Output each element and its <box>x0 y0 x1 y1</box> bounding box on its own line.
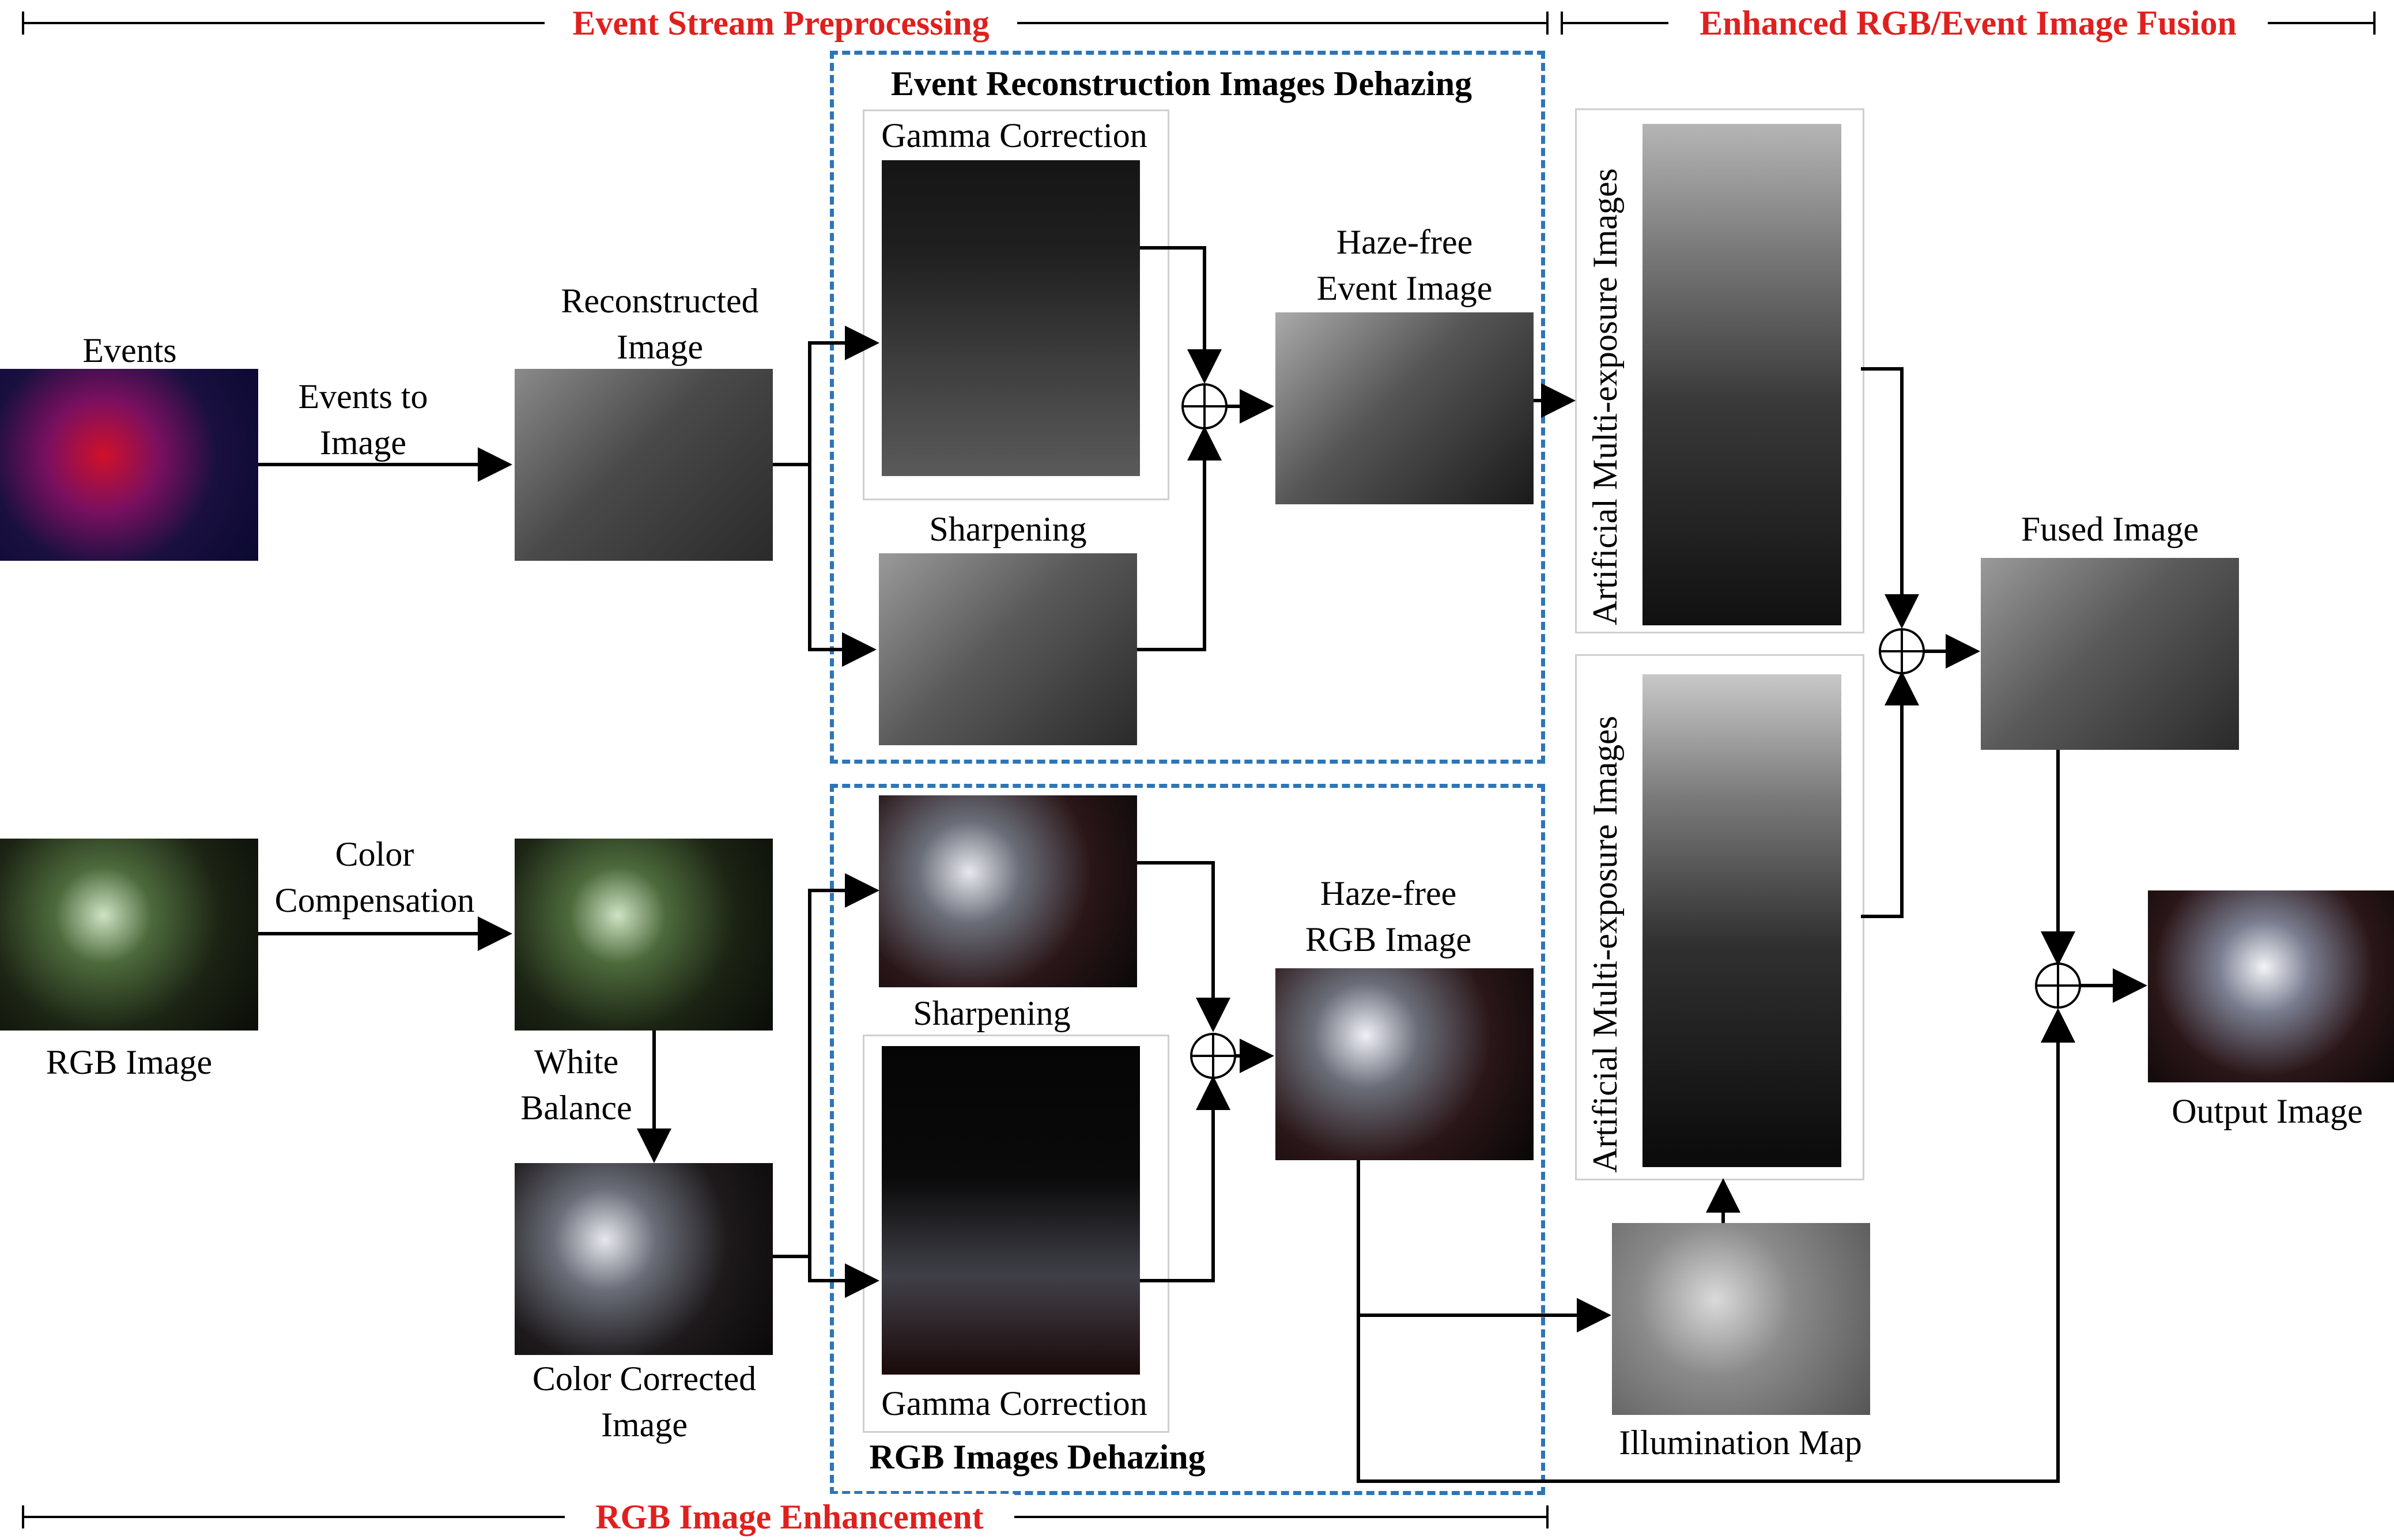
sum-node-rgb <box>1190 1033 1236 1079</box>
gamma-correction-event-stack <box>882 160 1140 476</box>
output-image-label: Output Image <box>2172 1092 2363 1130</box>
multi-exposure-rgb-stack <box>1642 674 1841 1167</box>
rgb-dehazing-box <box>830 784 1545 1495</box>
event-dehazing-title: Event Reconstruction Images Dehazing <box>890 65 1472 103</box>
color-compensation-label: Color Compensation <box>274 835 475 919</box>
rgb-dehazing-title: RGB Images Dehazing <box>869 1438 1206 1476</box>
gamma-correction-rgb-stack <box>882 1046 1140 1375</box>
sharpening-event-label: Sharpening <box>929 510 1087 548</box>
gamma-correction-event-label: Gamma Correction <box>881 116 1147 154</box>
reconstructed-image-label: Reconstructed Image <box>561 282 759 366</box>
multi-exposure-event-stack <box>1642 124 1841 625</box>
haze-free-event-label: Haze-free Event Image <box>1316 223 1493 307</box>
reconstructed-image <box>515 369 773 561</box>
white-balance-image <box>515 839 773 1031</box>
fused-image-label: Fused Image <box>2021 510 2199 548</box>
section-event-stream: Event Stream Preprocessing <box>545 0 1017 46</box>
color-corrected-image <box>515 1163 773 1355</box>
illumination-map-image <box>1612 1223 1870 1415</box>
multi-exposure-rgb-label: Artificial Multi-exposure Images <box>1586 715 1624 1173</box>
events-label: Events <box>82 331 177 369</box>
sharpening-event-image <box>879 553 1137 745</box>
events-to-image-label: Events to Image <box>298 378 428 462</box>
haze-free-event-image <box>1275 312 1534 504</box>
multi-exposure-event-label: Artificial Multi-exposure Images <box>1586 168 1624 625</box>
sum-node-event <box>1181 383 1228 429</box>
sharpening-rgb-label: Sharpening <box>913 994 1071 1032</box>
sharpening-rgb-image <box>879 795 1137 987</box>
illumination-map-label: Illumination Map <box>1619 1424 1862 1462</box>
events-image <box>0 369 258 561</box>
section-rgb-enhancement: RGB Image Enhancement <box>565 1494 1014 1540</box>
haze-free-rgb-image <box>1275 968 1534 1160</box>
sum-node-fusion <box>1879 628 1925 674</box>
sum-node-output <box>2035 962 2081 1009</box>
section-fusion: Enhanced RGB/Event Image Fusion <box>1668 0 2268 46</box>
haze-free-rgb-label: Haze-free RGB Image <box>1305 874 1472 958</box>
rgb-image <box>0 839 258 1031</box>
rgb-image-label: RGB Image <box>46 1043 213 1081</box>
output-image <box>2148 890 2394 1082</box>
color-corrected-label: Color Corrected Image <box>532 1360 757 1444</box>
fused-image <box>1981 558 2239 750</box>
white-balance-label: White Balance <box>520 1043 632 1127</box>
gamma-correction-rgb-label: Gamma Correction <box>881 1384 1147 1422</box>
